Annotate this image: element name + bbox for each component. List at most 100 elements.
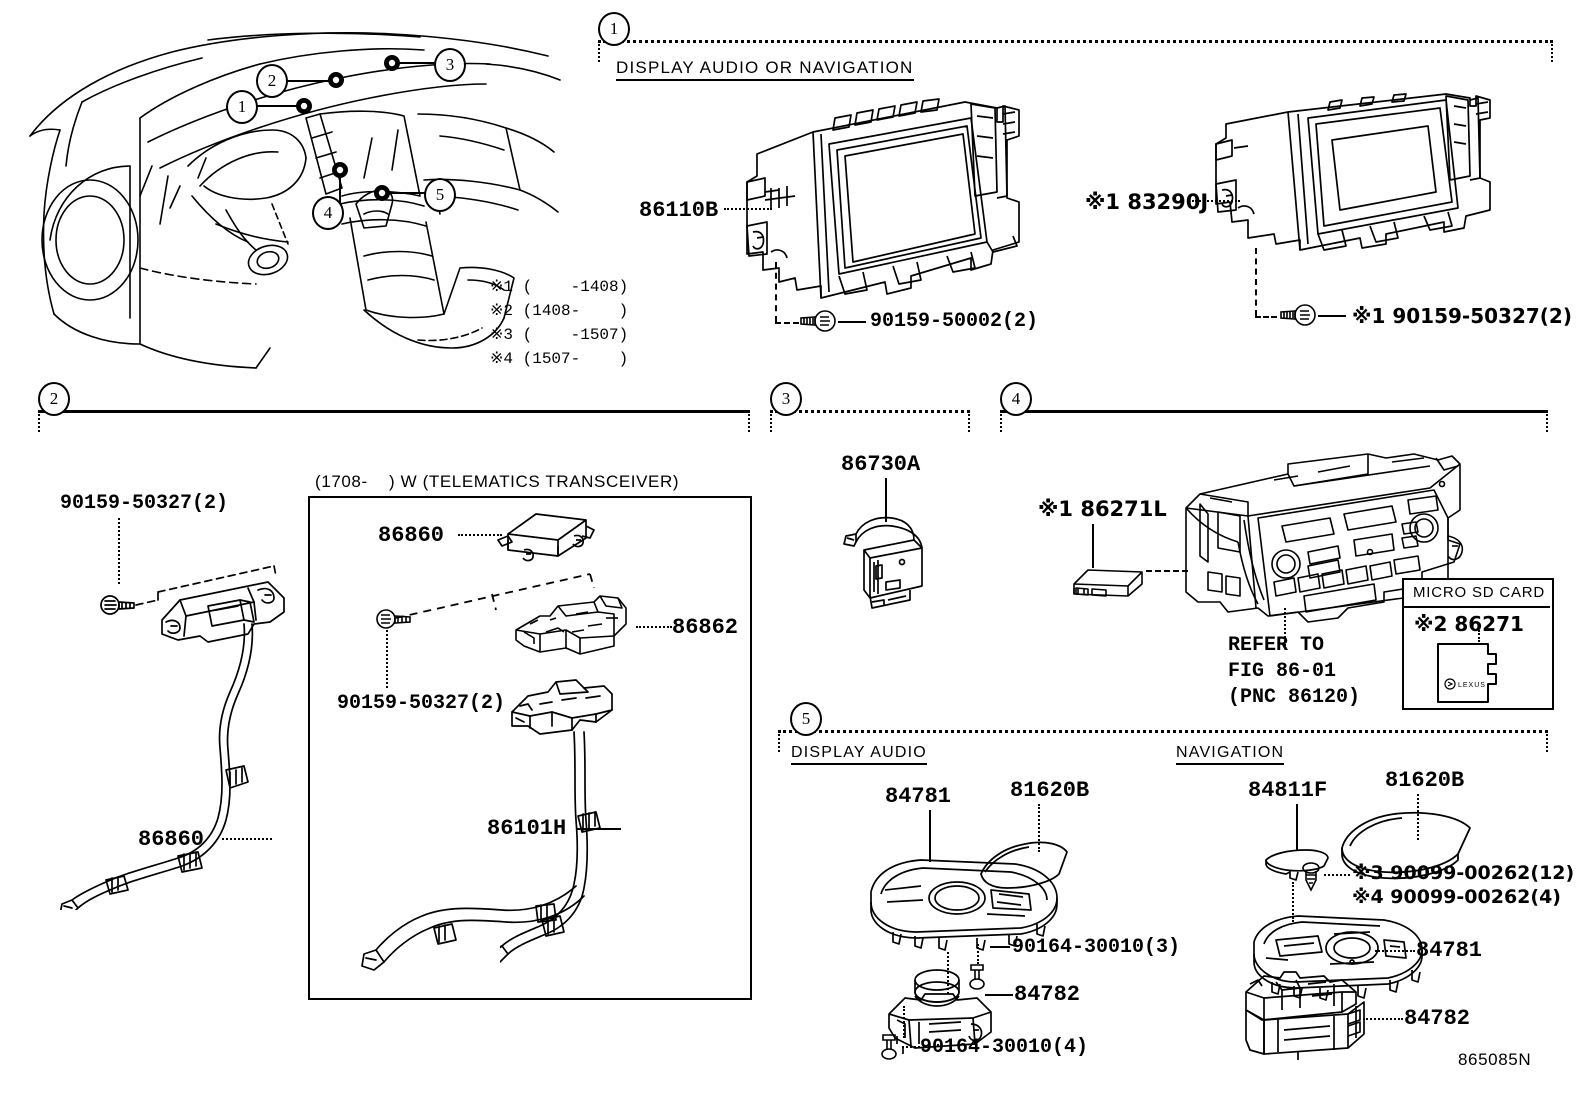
part-label-86730A: 86730A [841, 452, 921, 477]
screw-drop-84781-da-2 [977, 944, 979, 964]
telematics-subbox [308, 496, 752, 1000]
antenna-cord-86860-illustration [58, 560, 318, 910]
part-label-84781-nav: 84781 [1416, 938, 1483, 963]
screw-drop-84782-da [903, 1006, 905, 1038]
part-label-84781-da: 84781 [885, 784, 952, 809]
refer-text-line-2: FIG 86-01 [1228, 660, 1337, 683]
navigation-module-86271L-illustration [1068, 562, 1148, 606]
lamp-lens-cover-81620B-nav-illustration [1336, 810, 1476, 882]
section-1-top-rule [598, 40, 1553, 43]
section-1-right-tick [1551, 40, 1553, 62]
part-label-84811F-nav: 84811F [1248, 778, 1328, 803]
leader-90159-50327-transceiver [386, 630, 388, 688]
section-1-heading: DISPLAY AUDIO OR NAVIGATION [616, 58, 914, 81]
section-marker-1: 1 [598, 12, 630, 46]
part-label-86860-transceiver: 86860 [378, 523, 445, 548]
leader-84781-nav [1375, 950, 1415, 952]
screw-90159-50327-right-icon [1275, 302, 1321, 328]
section-2-right-tick [748, 410, 750, 432]
dash-screw-90159-50002-h [775, 322, 799, 324]
part-label-83290J: ※1 83290J [1085, 190, 1209, 214]
micro-sd-card-title-divider [1402, 606, 1550, 608]
micro-sd-card-code: ※2 86271 [1414, 612, 1524, 636]
part-label-81620B-nav: 81620B [1385, 768, 1465, 793]
vehicle-callout-4: 4 [312, 196, 344, 230]
leader-84782-da [985, 994, 1013, 996]
control-switch-84782-nav-illustration [1238, 962, 1398, 1062]
transceiver-bracket-illustration [510, 594, 640, 664]
refer-text-line-1: REFER TO [1228, 634, 1325, 657]
part-label-86271L: ※1 86271L [1038, 497, 1167, 521]
leader-86730A [885, 478, 887, 522]
vehicle-callout-2: 2 [256, 64, 288, 98]
display-audio-unit-illustration [735, 92, 1035, 312]
screw-drop-84781-da-1 [947, 952, 949, 994]
section-1-left-tick [598, 40, 600, 62]
section-marker-4: 4 [1000, 382, 1032, 416]
screw-90164-30010-lower-icon [878, 1032, 902, 1062]
section-4-right-tick [1546, 410, 1548, 432]
part-label-90164-30010-upper: 90164-30010(3) [1012, 936, 1181, 959]
date-note-4: ※4 (1507- ) [490, 350, 629, 368]
leader-86860-antenna [222, 838, 272, 840]
switch-panel-84781-da-illustration [865, 856, 1065, 952]
switch-panel-84781-nav-illustration [1248, 912, 1428, 1002]
leader-90159-50002 [838, 321, 866, 323]
leader-90159-50327-right [1318, 315, 1346, 317]
leader-90099-00262-1 [1324, 874, 1350, 876]
vehicle-callout-5: 5 [424, 178, 456, 212]
lamp-lens-cover-81620B-da-illustration [973, 838, 1073, 894]
section-2-left-tick [38, 410, 40, 432]
vehicle-callout-1: 1 [226, 90, 258, 124]
part-label-86101H: 86101H [487, 816, 567, 841]
section-5-top-rule [778, 730, 1548, 733]
part-label-90099-00262-12: ※3 90099-00262(12) [1352, 862, 1575, 884]
screw-90099-00262-icon [1300, 862, 1324, 896]
enter-knob-84811F-illustration [1262, 846, 1332, 882]
dash-86271L-to-unit [1146, 570, 1188, 572]
antenna-cord-86101H-lower-run [350, 880, 610, 990]
section-2-top-rule [38, 410, 750, 413]
control-switch-84782-da-illustration [875, 958, 1015, 1058]
part-label-86110B: 86110B [639, 198, 719, 223]
dash-screw-right [1255, 248, 1257, 316]
amplifier-86730A-illustration [840, 510, 940, 610]
multi-display-unit-illustration [1208, 92, 1498, 282]
leader-90164-30010-upper [990, 946, 1010, 948]
part-label-86860-antenna: 86860 [138, 827, 205, 852]
leader-84811F-nav [1296, 804, 1298, 850]
screw-90164-30010-upper-icon [966, 962, 990, 992]
section-marker-5: 5 [790, 702, 822, 736]
section-3-right-tick [968, 410, 970, 432]
leader-90164-30010-lower [902, 1046, 920, 1048]
part-label-90159-50002: 90159-50002(2) [870, 310, 1039, 333]
dash-screw-90159-50002 [775, 262, 777, 322]
leader-84781-da [929, 810, 931, 862]
navigation-head-unit-illustration [1178, 452, 1468, 632]
telematics-subbox-heading: (1708- ) W (TELEMATICS TRANSCEIVER) [315, 472, 680, 491]
leader-90159-50327-antenna [118, 518, 120, 584]
leader-86110B [724, 208, 772, 210]
leader-86101H [577, 828, 621, 830]
figure-code: 865085N [1458, 1050, 1532, 1069]
vehicle-callout-3: 3 [434, 48, 466, 82]
leader-81620B-da [1038, 804, 1040, 852]
micro-sd-card-title: MICRO SD CARD [1413, 584, 1546, 601]
date-note-1: ※1 ( -1408) [490, 278, 629, 296]
section-4-left-tick [1000, 410, 1002, 432]
section-5-display-audio-heading: DISPLAY AUDIO [791, 744, 927, 765]
leader-83290J [1192, 200, 1240, 202]
part-label-90159-50327-transceiver: 90159-50327(2) [337, 692, 506, 715]
leader-86862 [636, 626, 672, 628]
leader-sd-card [1478, 630, 1480, 642]
part-label-90099-00262-4: ※4 90099-00262(4) [1352, 886, 1561, 908]
part-label-84782-da: 84782 [1014, 982, 1081, 1007]
section-marker-2: 2 [38, 382, 70, 416]
part-label-81620B-da: 81620B [1010, 778, 1090, 803]
date-note-3: ※3 ( -1507) [490, 326, 629, 344]
knob-drop-line-nav [1292, 882, 1294, 922]
screw-90159-50327-transceiver-icon [376, 606, 416, 632]
section-5-navigation-heading: NAVIGATION [1176, 744, 1285, 765]
date-note-2: ※2 (1408- ) [490, 302, 629, 320]
part-label-86862: 86862 [672, 615, 739, 640]
